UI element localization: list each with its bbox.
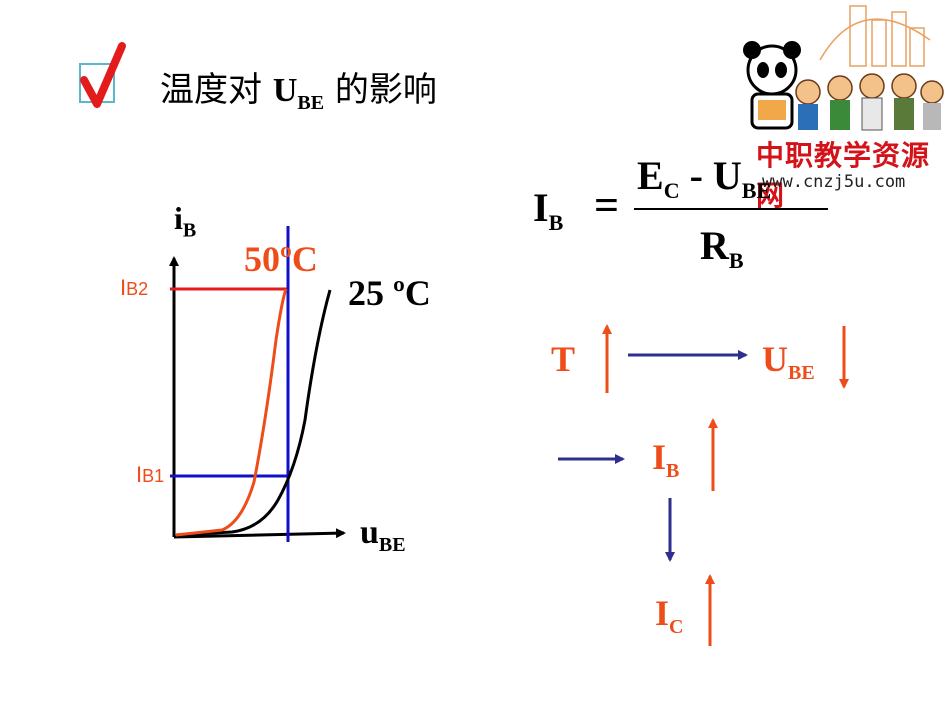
curve-25c-label: 25 ºC: [348, 273, 431, 313]
curve-50c: [175, 288, 288, 537]
curve-25c: [175, 289, 332, 537]
title-u: U: [272, 72, 298, 109]
page-title: 温度对 UBE 的影响: [160, 62, 437, 115]
temperature-label: T: [551, 339, 576, 379]
ib2-label: IB2: [120, 275, 149, 300]
graph-axes: [169, 256, 346, 539]
ib1-label: IB1: [136, 462, 165, 487]
ic-label: IC: [655, 593, 684, 639]
formula-equals: =: [594, 181, 620, 230]
logo-illustration: [743, 5, 944, 131]
formula-lhs: IB: [533, 185, 564, 235]
ib-label: IB: [652, 437, 680, 483]
curve-50c-label: 50ºC: [244, 239, 318, 279]
logo-url: www.cnzj5u.com: [762, 172, 906, 192]
x-axis-label: uBE: [360, 514, 406, 556]
title-u-subscript: BE: [297, 91, 325, 114]
logo-name: 中职教学资源网: [756, 139, 931, 212]
formula-denominator: RB: [700, 223, 744, 273]
title-rest: 的影响: [324, 70, 437, 110]
y-axis-label: iB: [174, 200, 197, 242]
check-icon: [79, 42, 126, 108]
formula-numerator: EC - UBE: [637, 153, 772, 203]
title-text: 温度对: [160, 70, 273, 110]
ube-label: UBE: [762, 339, 815, 385]
